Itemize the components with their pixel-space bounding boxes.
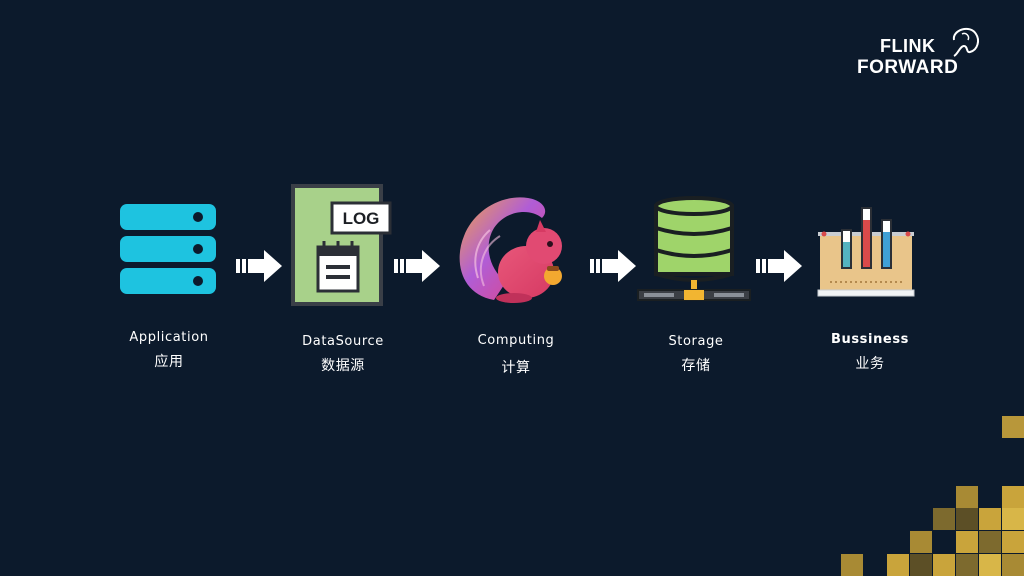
node-label-cn: 数据源: [321, 358, 365, 374]
node-label-en: Application: [129, 330, 209, 345]
node-label-business: Bussiness 业务: [790, 332, 950, 373]
node-label-en: DataSource: [302, 334, 384, 349]
node-label-en: Computing: [477, 333, 555, 348]
arrow-right-icon: [590, 250, 636, 282]
node-label-datasource: DataSource 数据源: [263, 334, 423, 375]
database-icon: [637, 196, 751, 301]
squirrel-outline-icon: [952, 27, 979, 57]
node-label-cn: 业务: [855, 356, 885, 372]
flink-forward-logo: FLINK FORWARD: [852, 26, 984, 84]
arrow-right-icon: [394, 250, 440, 282]
flink-squirrel-icon: [459, 197, 562, 303]
node-label-storage: Storage 存储: [616, 334, 776, 375]
node-label-cn: 存储: [681, 358, 711, 374]
server-icon: [120, 204, 216, 294]
node-label-en: Bussiness: [830, 332, 910, 347]
node-label-cn: 应用: [154, 354, 184, 370]
bar-chart-icon: [817, 207, 915, 297]
log-document-icon: LOG: [291, 184, 392, 306]
node-label-computing: Computing 计算: [436, 333, 596, 377]
logo-line1: FLINK: [880, 36, 936, 56]
log-badge-text: LOG: [343, 209, 380, 228]
node-label-application: Application 应用: [89, 330, 249, 371]
arrow-right-icon: [236, 250, 282, 282]
node-label-cn: 计算: [501, 360, 531, 376]
logo-line2: FORWARD: [857, 57, 959, 78]
node-label-en: Storage: [668, 334, 724, 349]
arrow-right-icon: [756, 250, 802, 282]
